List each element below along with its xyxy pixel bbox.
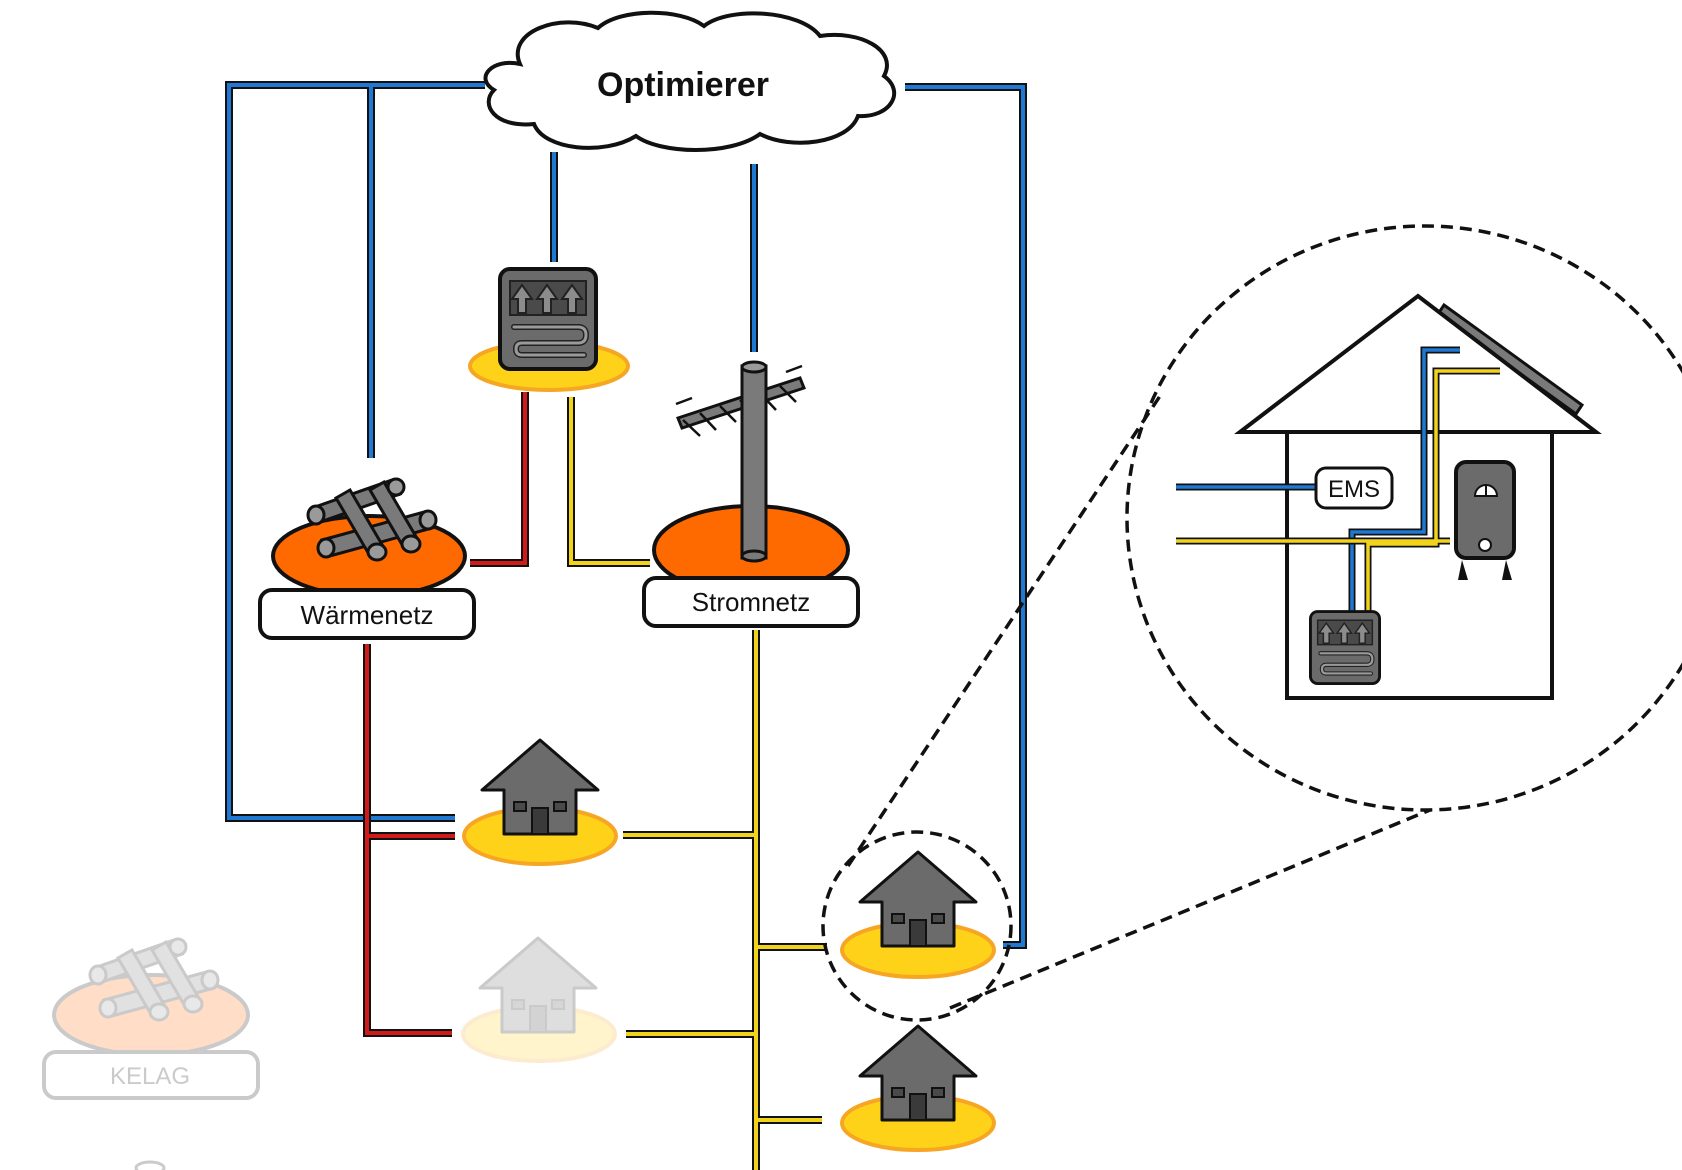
zoom-indicator [821, 224, 1682, 1022]
house-3-highlighted [840, 850, 996, 979]
central-heat-meter [468, 269, 630, 392]
power-lines [567, 397, 827, 1170]
optimizer-label: Optimierer [597, 66, 769, 104]
ems-box [1314, 466, 1394, 510]
heat-network-node: Wärmenetz [258, 477, 476, 640]
heat-lines [363, 392, 529, 1037]
heat-network-label: Wärmenetz [301, 600, 434, 630]
power-grid-node: Stromnetz [642, 360, 860, 628]
power-grid-label: Stromnetz [692, 587, 811, 617]
power-pole-icon [675, 360, 806, 563]
house-1 [462, 738, 618, 866]
kelag-node-faded: KELAG [42, 937, 260, 1170]
optimizer-node: Optimierer [483, 10, 897, 152]
zoom-source-circle [821, 830, 1013, 1022]
house-2-faded [461, 936, 617, 1063]
detail-house: EMS [1176, 293, 1602, 700]
house-4 [840, 1024, 996, 1152]
cloud-icon [483, 10, 897, 152]
communication-lines [225, 81, 1027, 949]
heat-meter-icon [500, 269, 596, 369]
ems-label: EMS [1328, 476, 1380, 503]
kelag-label: KELAG [110, 1063, 190, 1090]
boiler-icon [1454, 460, 1516, 580]
zoom-detail-circle [1125, 224, 1682, 812]
heat-meter-icon [1310, 612, 1379, 684]
